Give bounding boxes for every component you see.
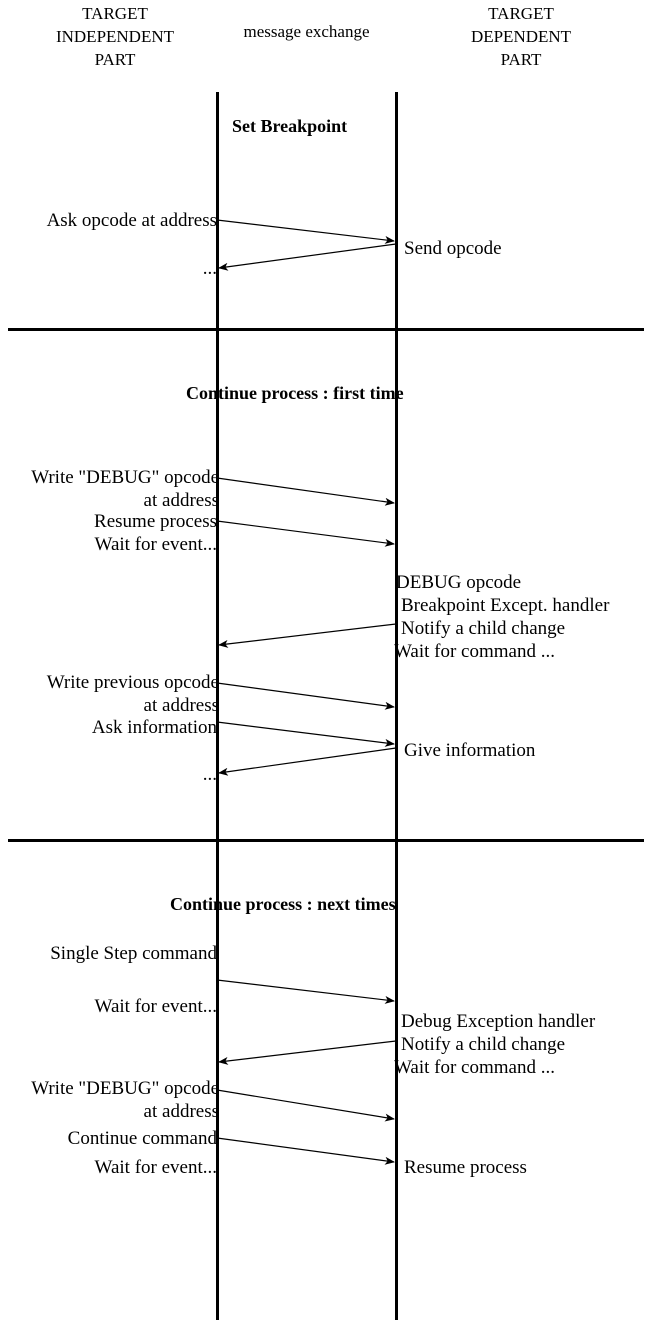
message-arrow-request-2-0 [216, 979, 395, 1004]
message-label-resume-process: Resume process [94, 511, 217, 532]
message-label-write-previous-opcode-at-address: Write previous opcode at address [46, 672, 219, 716]
message-arrow-request-1-0 [216, 477, 395, 506]
message-label-wait-for-event: Wait for event... [94, 996, 217, 1017]
message-label-write-debug-opcode-at-address: Write "DEBUG" opcode at address [31, 467, 219, 511]
message-label-write-debug-opcode-at-address: Write "DEBUG" opcode at address [31, 1078, 219, 1122]
message-label-debug-opcode: DEBUG opcode [396, 572, 522, 593]
message-label-debug-exception-handler: Debug Exception handler [401, 1011, 596, 1032]
message-arrow-request-1-3 [216, 682, 395, 710]
message-label-: ... [202, 258, 217, 279]
section-divider-1 [8, 328, 644, 331]
lifeline-target-dependent [395, 92, 398, 1320]
column-header-target-dependent-part: TARGET DEPENDENT PART [470, 4, 572, 69]
message-label-wait-for-command: Wait for command ... [394, 1057, 555, 1078]
section-title-continue-process-next-times: Continue process : next times [170, 894, 396, 914]
section-title-set-breakpoint: Set Breakpoint [232, 116, 348, 136]
message-label-single-step-command: Single Step command [50, 943, 217, 964]
section-title-continue-process-first-time: Continue process : first time [186, 383, 404, 403]
message-label-ask-opcode-at-address: Ask opcode at address [46, 210, 217, 231]
message-label-ask-information: Ask information [91, 717, 217, 738]
message-label-notify-a-child-change: Notify a child change [401, 1034, 566, 1055]
column-header-message-exchange: message exchange [243, 22, 370, 41]
message-arrow-request-2-3 [216, 1137, 395, 1165]
message-label-notify-a-child-change: Notify a child change [401, 618, 566, 639]
message-label-resume-process: Resume process [404, 1157, 527, 1178]
message-label-: ... [202, 764, 217, 785]
message-label-continue-command: Continue command [67, 1128, 217, 1149]
message-arrow-request-1-4 [216, 721, 395, 747]
message-arrow-response-2-1 [218, 1040, 397, 1065]
message-label-give-information: Give information [404, 740, 536, 761]
section-divider-2 [8, 839, 644, 842]
message-label-send-opcode: Send opcode [404, 238, 502, 259]
message-arrow-response-1-2 [218, 623, 397, 648]
message-arrow-request-0-0 [216, 219, 395, 244]
column-header-target-independent-part: TARGET INDEPENDENT PART [55, 4, 175, 69]
message-label-breakpoint-except-handler: Breakpoint Except. handler [401, 595, 610, 616]
message-arrow-response-1-5 [218, 747, 397, 776]
message-label-wait-for-event: Wait for event... [94, 534, 217, 555]
message-arrow-request-1-1 [216, 520, 395, 547]
message-arrow-response-0-1 [218, 243, 397, 271]
message-label-wait-for-command: Wait for command ... [394, 641, 555, 662]
message-label-wait-for-event: Wait for event... [94, 1157, 217, 1178]
message-arrow-request-2-2 [216, 1089, 395, 1122]
